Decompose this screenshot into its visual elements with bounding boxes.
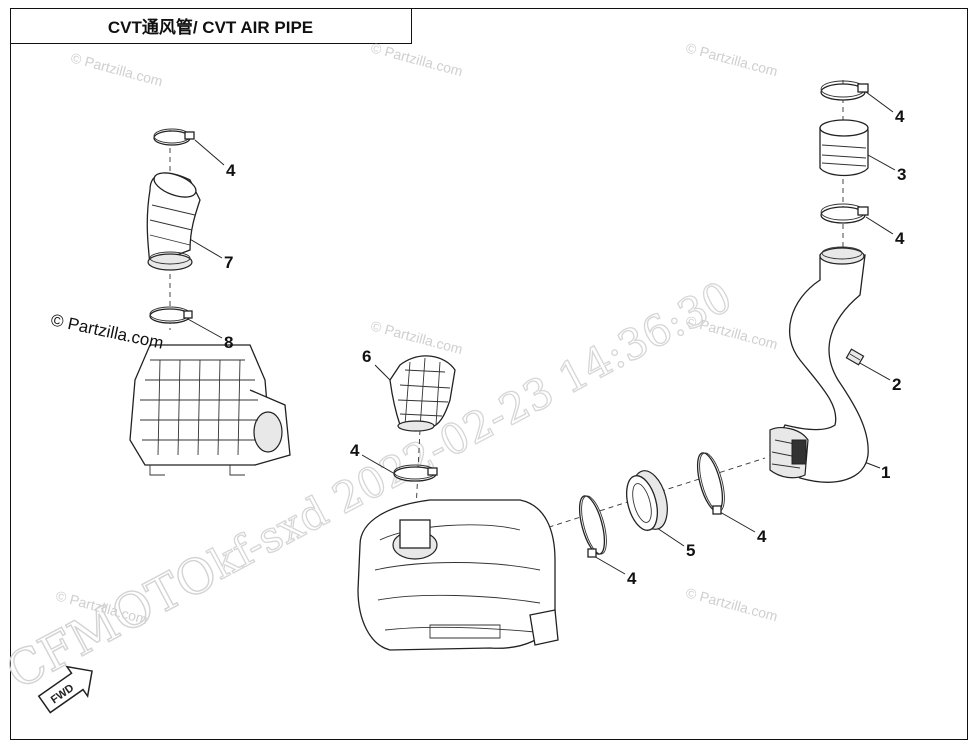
callout-4: 4 [350,441,360,460]
clamp-part-8 [149,306,193,324]
callout-2: 2 [892,375,901,394]
callout-4: 4 [895,229,905,248]
callout-4: 4 [757,527,767,546]
air-pipe-part-1 [769,246,869,483]
clamp-part-4-mid-right [820,203,869,224]
clamp-part-4-right [696,452,725,515]
clamp-part-4-middle [393,464,438,482]
callout-4: 4 [895,107,905,126]
callout-numbers: 4 7 8 6 4 4 3 4 2 1 4 5 4 [224,107,906,588]
diagram-title: CVT通风管/ CVT AIR PIPE [10,8,412,44]
callout-4: 4 [627,569,637,588]
watermark-brand: CFMOTO [0,543,227,700]
duct-part-7 [146,172,201,271]
duct-part-6 [389,355,456,432]
callout-7: 7 [224,253,233,272]
seal-part-5 [626,470,668,531]
watermark-site: © Partzilla.com [369,317,464,357]
clamp-part-4-lower [578,495,607,558]
bolt-part-2 [845,348,865,366]
fwd-arrow-icon: FWD [37,665,93,714]
callout-5: 5 [686,541,695,560]
leader-lines [169,80,896,575]
clamp-part-4-upper-left [153,128,195,146]
callout-8: 8 [224,333,233,352]
air-filter-housing [129,344,291,476]
callout-3: 3 [897,165,906,184]
watermark-site: © Partzilla.com [684,39,779,79]
watermark-site: © Partzilla.com [69,49,164,89]
watermark-site: © Partzilla.com [684,584,779,624]
callout-6: 6 [362,347,371,366]
copyright-notice: © Partzilla.com [49,310,165,352]
cvt-cover [357,499,559,651]
clamp-part-4-top-right [820,80,869,101]
sleeve-part-3 [819,119,869,177]
diagram-frame [10,8,968,740]
watermark-site: © Partzilla.com [369,39,464,79]
callout-4: 4 [226,161,236,180]
callout-1: 1 [881,463,890,482]
